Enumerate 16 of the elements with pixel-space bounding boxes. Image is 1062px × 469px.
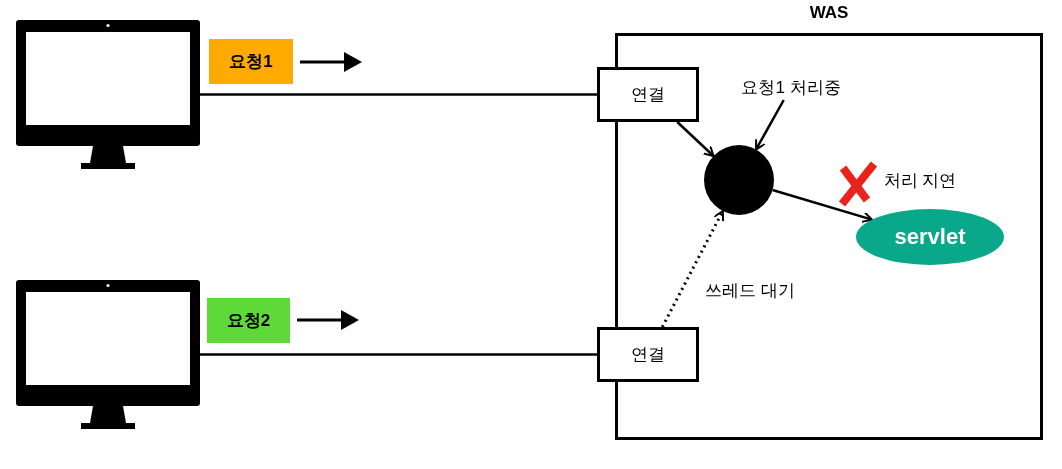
request-tag: 요청1 — [209, 39, 293, 84]
request-tag: 요청2 — [207, 298, 290, 343]
circle — [704, 145, 774, 215]
edge-label: 처리 지연 — [882, 169, 958, 192]
connection-box: 연결 — [597, 67, 699, 122]
connector-line — [200, 353, 597, 356]
arrow — [755, 99, 785, 151]
connection-box: 연결 — [597, 327, 699, 382]
connector-line — [200, 93, 597, 96]
edge-label: 쓰레드 대기 — [704, 279, 796, 302]
servlet-ellipse: servlet — [856, 209, 1004, 265]
arrow — [661, 210, 725, 328]
arrow — [772, 188, 873, 223]
arrow — [676, 121, 715, 158]
box-title: WAS — [808, 2, 850, 24]
annotation-text: 요청1 처리중 — [731, 74, 851, 100]
